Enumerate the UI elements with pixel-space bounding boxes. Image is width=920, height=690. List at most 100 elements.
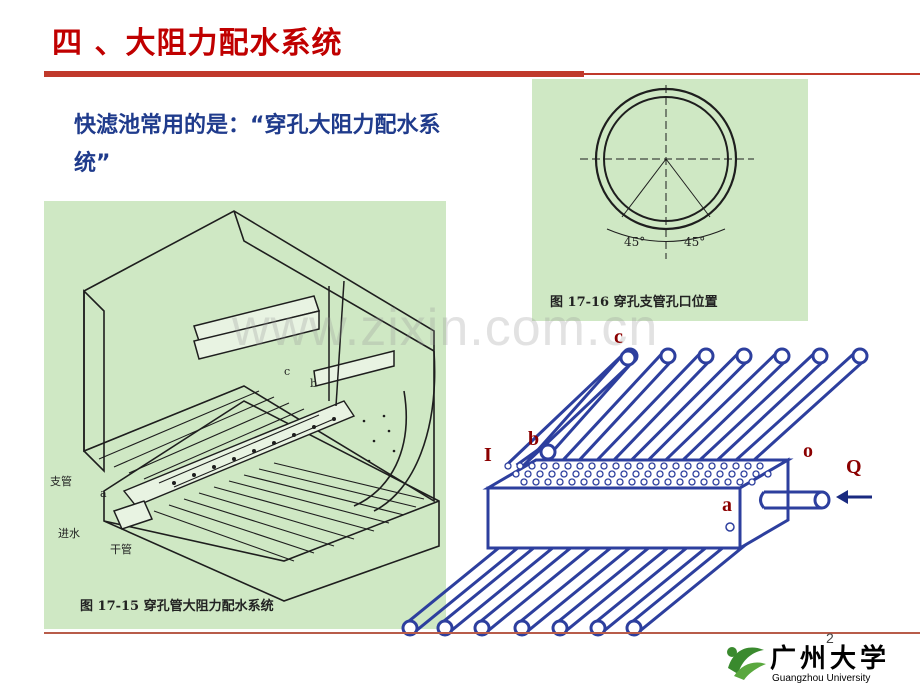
- header-hole: [636, 462, 644, 470]
- header-hole: [552, 462, 560, 470]
- angle-right: 45°: [684, 235, 706, 249]
- header-hole: [680, 470, 688, 478]
- figure-perforated-system: 支管 a 进水 干管 b c 图 17-15 穿孔管大阻力配水系统: [44, 201, 446, 629]
- header-hole: [716, 470, 724, 478]
- university-logo-icon: [727, 647, 766, 680]
- header-hole: [764, 470, 772, 478]
- header-hole: [688, 478, 696, 486]
- label-b: b: [310, 377, 318, 390]
- header-hole: [564, 462, 572, 470]
- header-hole: [724, 478, 732, 486]
- header-hole: [728, 470, 736, 478]
- header-holes: [504, 462, 772, 486]
- header-hole: [580, 478, 588, 486]
- header-hole: [516, 462, 524, 470]
- diagram-label-o: o: [803, 440, 813, 462]
- university-name: 广州大学: [770, 644, 891, 674]
- header-hole: [528, 462, 536, 470]
- header-hole: [540, 462, 548, 470]
- header-hole: [672, 462, 680, 470]
- upper-pipe-5: [658, 347, 791, 476]
- header-hole: [740, 470, 748, 478]
- label-inlet: 进水: [58, 527, 80, 540]
- intro-text: 快滤池常用的是：“穿孔大阻力配水系统”: [74, 113, 441, 176]
- watermark: www.zixin.com.cn: [232, 299, 659, 357]
- header-hole: [524, 470, 532, 478]
- header-hole: [632, 470, 640, 478]
- main-header-pipe: [482, 457, 794, 551]
- header-hole: [572, 470, 580, 478]
- upper-pipe-7: [728, 347, 869, 476]
- title-underline-line: [584, 73, 920, 75]
- header-hole: [604, 478, 612, 486]
- header-hole: [748, 478, 756, 486]
- header-hole: [692, 470, 700, 478]
- header-hole: [504, 462, 512, 470]
- header-hole: [648, 462, 656, 470]
- slide-title: 四 、大阻力配水系统: [52, 26, 343, 61]
- university-english-name: Guangzhou University: [772, 673, 871, 684]
- header-hole: [624, 462, 632, 470]
- label-a: a: [100, 487, 107, 500]
- hole-a-marker: [725, 522, 735, 532]
- header-hole: [644, 470, 652, 478]
- header-hole: [684, 462, 692, 470]
- header-hole: [544, 478, 552, 486]
- header-hole: [600, 462, 608, 470]
- angle-left: 45°: [624, 235, 646, 249]
- header-hole: [712, 478, 720, 486]
- header-hole: [668, 470, 676, 478]
- header-hole: [640, 478, 648, 486]
- upper-pipe-6: [692, 347, 829, 476]
- header-hole: [616, 478, 624, 486]
- header-hole: [592, 478, 600, 486]
- figure-right-caption: 图 17-16 穿孔支管孔口位置: [550, 295, 718, 310]
- header-hole: [548, 470, 556, 478]
- figure-left-caption: 图 17-15 穿孔管大阻力配水系统: [80, 599, 274, 614]
- header-hole: [708, 462, 716, 470]
- header-hole: [720, 462, 728, 470]
- header-hole: [744, 462, 752, 470]
- header-hole: [520, 478, 528, 486]
- header-hole: [532, 478, 540, 486]
- header-hole: [664, 478, 672, 486]
- header-hole: [584, 470, 592, 478]
- upper-pipe-4: [624, 347, 753, 476]
- label-branch-pipe: 支管: [50, 475, 72, 488]
- header-hole: [676, 478, 684, 486]
- header-hole: [704, 470, 712, 478]
- header-hole: [556, 478, 564, 486]
- label-c: c: [284, 365, 291, 378]
- header-hole: [536, 470, 544, 478]
- filter-tank-sketch: [83, 210, 440, 602]
- diagram-label-b: b: [528, 428, 540, 450]
- header-hole: [756, 462, 764, 470]
- figure-hole-position: 45° 45° 图 17-16 穿孔支管孔口位置: [532, 79, 808, 321]
- header-hole: [608, 470, 616, 478]
- title-underline-bar: [44, 71, 584, 77]
- header-hole: [696, 462, 704, 470]
- header-hole: [612, 462, 620, 470]
- upper-branch-pipes: [504, 347, 869, 477]
- header-hole: [736, 478, 744, 486]
- diagram-label-c: c: [614, 326, 623, 348]
- header-hole: [752, 470, 760, 478]
- header-hole: [656, 470, 664, 478]
- pipe-cross-section: [580, 85, 754, 259]
- upper-pipe-3: [590, 347, 715, 476]
- header-hole: [732, 462, 740, 470]
- diagram-label-a: a: [722, 494, 732, 516]
- header-hole: [652, 478, 660, 486]
- header-hole: [568, 478, 576, 486]
- flow-arrow: [836, 490, 872, 504]
- upper-pipe-c: [504, 349, 637, 476]
- header-hole: [576, 462, 584, 470]
- header-hole: [596, 470, 604, 478]
- header-hole: [620, 470, 628, 478]
- header-hole: [588, 462, 596, 470]
- header-hole: [628, 478, 636, 486]
- header-hole: [512, 470, 520, 478]
- page-number: 2: [826, 630, 834, 646]
- upper-pipe-2: [556, 347, 677, 476]
